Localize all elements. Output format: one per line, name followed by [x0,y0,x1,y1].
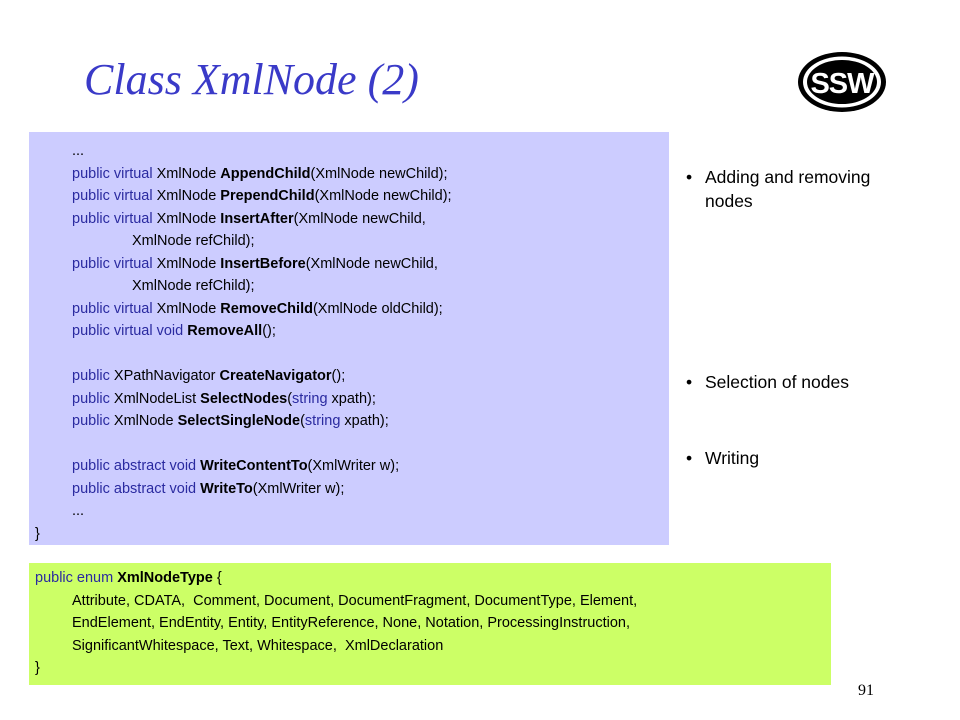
code-identifier: PrependChild [220,188,315,204]
bullet-text: Adding and removing nodes [705,167,871,211]
code-line: public virtual void RemoveAll(); [35,320,669,343]
code-keyword: public abstract void [72,480,197,497]
code-line [35,433,669,456]
code-line: public abstract void WriteTo(XmlWriter w… [35,478,669,501]
code-keyword: public abstract void [72,458,197,474]
code-keyword: public virtual [72,188,153,204]
code-keyword: public virtual void [72,323,184,339]
ssw-logo: SSW [796,50,888,114]
code-text: ( [300,413,305,429]
slide-title: Class XmlNode (2) [84,55,419,104]
code-text: } [35,525,40,542]
code-identifier: SelectNodes [200,390,288,407]
code-line: public virtual XmlNode AppendChild(XmlNo… [35,163,669,186]
code-text: { [212,570,222,586]
code-line: XmlNode refChild); [35,230,669,253]
code-text: (XmlNode oldChild); [312,300,443,317]
code-line [35,343,669,366]
code-line: public virtual XmlNode RemoveChild(XmlNo… [35,298,669,321]
code-keyword: public [72,368,110,384]
code-text: Attribute, CDATA, Comment, Document, Doc… [72,592,638,609]
code-text: ... [72,143,85,159]
code-line: ... [35,500,669,523]
code-line: public XPathNavigator CreateNavigator(); [35,365,669,388]
code-keyword: public [72,390,110,407]
code-text: XmlNode [152,255,221,272]
code-keyword: public virtual [72,210,153,227]
code-line: public XmlNodeList SelectNodes(string xp… [35,388,669,411]
code-text: ( [287,390,293,407]
code-text: XmlNode [152,188,221,204]
code-text: XmlNode [152,210,221,227]
bullet-text: Writing [705,448,760,468]
ssw-logo-text: SSW [810,68,875,100]
code-text: (); [331,368,346,384]
code-identifier: SelectSingleNode [177,413,301,429]
bullet-icon: • [686,167,693,187]
code-text: EndElement, EndEntity, Entity, EntityRef… [72,615,630,631]
code-text: ... [72,503,85,519]
code-text: (XmlNode newChild); [314,188,452,204]
code-identifier: InsertAfter [220,210,294,227]
code-identifier: InsertBefore [220,255,306,272]
code-line: } [35,657,831,680]
code-keyword: string [304,413,341,429]
code-line: Attribute, CDATA, Comment, Document, Doc… [35,590,831,613]
code-identifier: RemoveChild [220,300,313,317]
code-text: XmlNode [152,165,221,182]
code-block-xmlnode-members: ...public virtual XmlNode AppendChild(Xm… [29,132,669,545]
code-text: XPathNavigator [109,368,220,384]
code-line: XmlNode refChild); [35,275,669,298]
code-text: (); [262,323,276,339]
code-text: xpath); [340,413,389,429]
code-identifier: WriteTo [200,480,253,497]
code-identifier: CreateNavigator [219,368,332,384]
code-line: public enum XmlNodeType { [35,567,831,590]
code-identifier: RemoveAll [187,323,263,339]
code-text: XmlNode [109,413,178,429]
code-text: (XmlWriter w); [307,458,400,474]
bullet-icon: • [686,448,693,468]
code-line: public virtual XmlNode InsertBefore(XmlN… [35,253,669,276]
code-text: (XmlNode newChild, [293,210,426,227]
code-identifier: AppendChild [220,165,311,182]
code-line: public XmlNode SelectSingleNode(string x… [35,410,669,433]
code-text: XmlNodeList [109,390,201,407]
code-text: } [35,660,40,676]
code-keyword: public [72,413,110,429]
code-text: XmlNode [152,300,221,317]
code-text: SignificantWhitespace, Text, Whitespace,… [72,637,444,654]
code-keyword: public virtual [72,255,153,272]
code-keyword: public enum [35,570,114,586]
code-text: (XmlWriter w); [252,480,345,497]
code-line: public virtual XmlNode InsertAfter(XmlNo… [35,208,669,231]
page-number: 91 [858,682,874,699]
bullet-icon: • [686,372,693,392]
code-identifier: WriteContentTo [200,458,308,474]
code-text: (XmlNode newChild); [310,165,448,182]
code-keyword: string [292,390,328,407]
code-line: ... [35,140,669,163]
bullet-text: Selection of nodes [705,372,849,392]
code-line: SignificantWhitespace, Text, Whitespace,… [35,635,831,658]
code-line: EndElement, EndEntity, Entity, EntityRef… [35,612,831,635]
code-line: } [35,523,669,546]
code-keyword: public virtual [72,300,153,317]
code-text: (XmlNode newChild, [305,255,438,272]
code-line: public virtual XmlNode PrependChild(XmlN… [35,185,669,208]
code-identifier: XmlNodeType [117,570,213,586]
code-text: XmlNode refChild); [132,278,255,294]
code-text: xpath); [327,390,376,407]
code-keyword: public virtual [72,165,153,182]
code-line: public abstract void WriteContentTo(XmlW… [35,455,669,478]
code-text: XmlNode refChild); [132,233,255,249]
code-block-xmlnodetype-enum: public enum XmlNodeType { Attribute, CDAT… [29,563,831,685]
